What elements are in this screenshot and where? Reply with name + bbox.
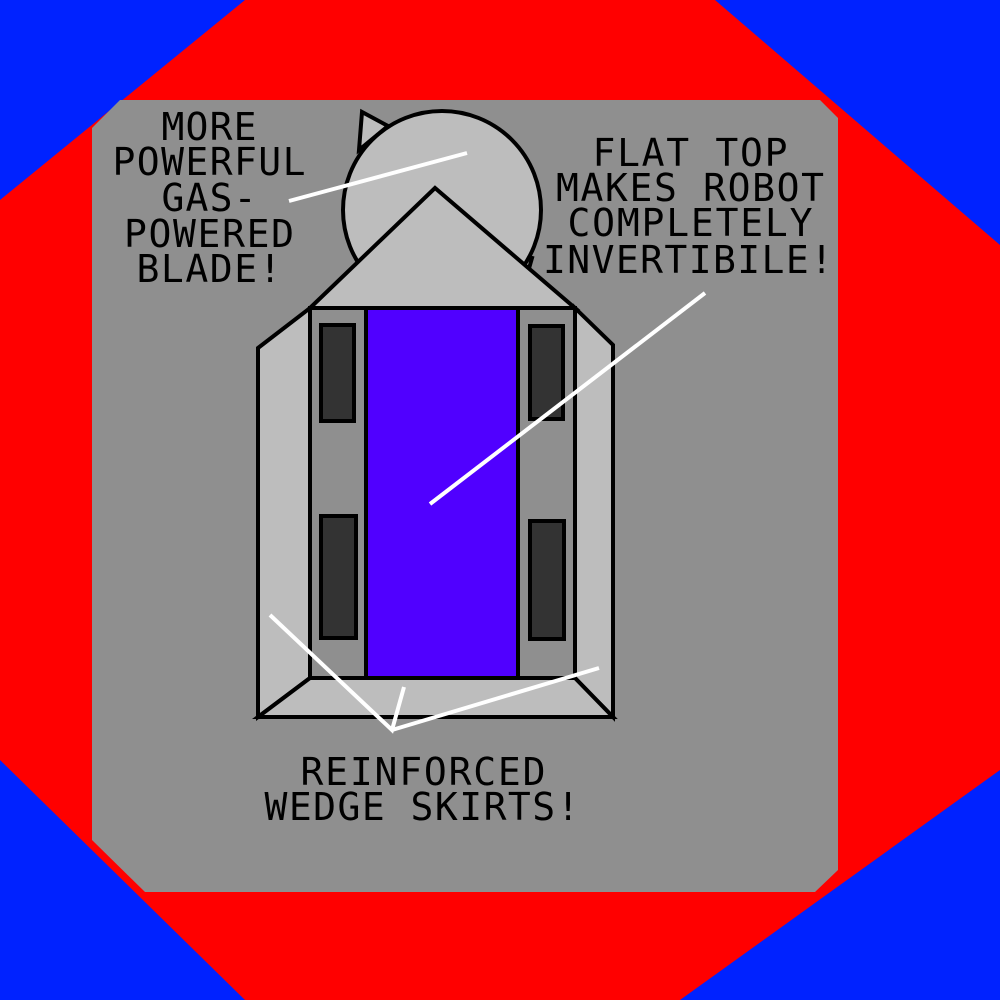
label-line: WEDGE SKIRTS! — [265, 785, 580, 829]
label-line: FLAT TOP — [593, 131, 788, 175]
label-line: GAS- — [162, 176, 257, 220]
wheel-rear-left — [319, 514, 358, 640]
robot-body — [252, 185, 618, 722]
label-line: REINFORCED — [301, 750, 546, 794]
label-line: COMPLETELY — [568, 201, 813, 245]
top-pointer-line — [428, 291, 707, 506]
skirts-label: REINFORCED WEDGE SKIRTS! — [265, 750, 580, 829]
label-line: MAKES ROBOT — [556, 166, 824, 210]
label-line: POWERED — [124, 212, 294, 256]
label-line: POWERFUL — [113, 140, 306, 184]
label-line: INVERTIBILE! — [543, 238, 833, 282]
label-line: BLADE! — [137, 247, 282, 291]
left-skirt — [256, 303, 312, 721]
wheel-front-left — [319, 323, 356, 423]
label-line: MORE — [162, 105, 257, 149]
rear-skirt — [252, 676, 618, 719]
skirt-pointer-line — [391, 666, 600, 732]
blade-pointer-line — [288, 151, 468, 203]
wheel-front-right — [528, 324, 565, 421]
wheel-rear-right — [528, 519, 566, 641]
